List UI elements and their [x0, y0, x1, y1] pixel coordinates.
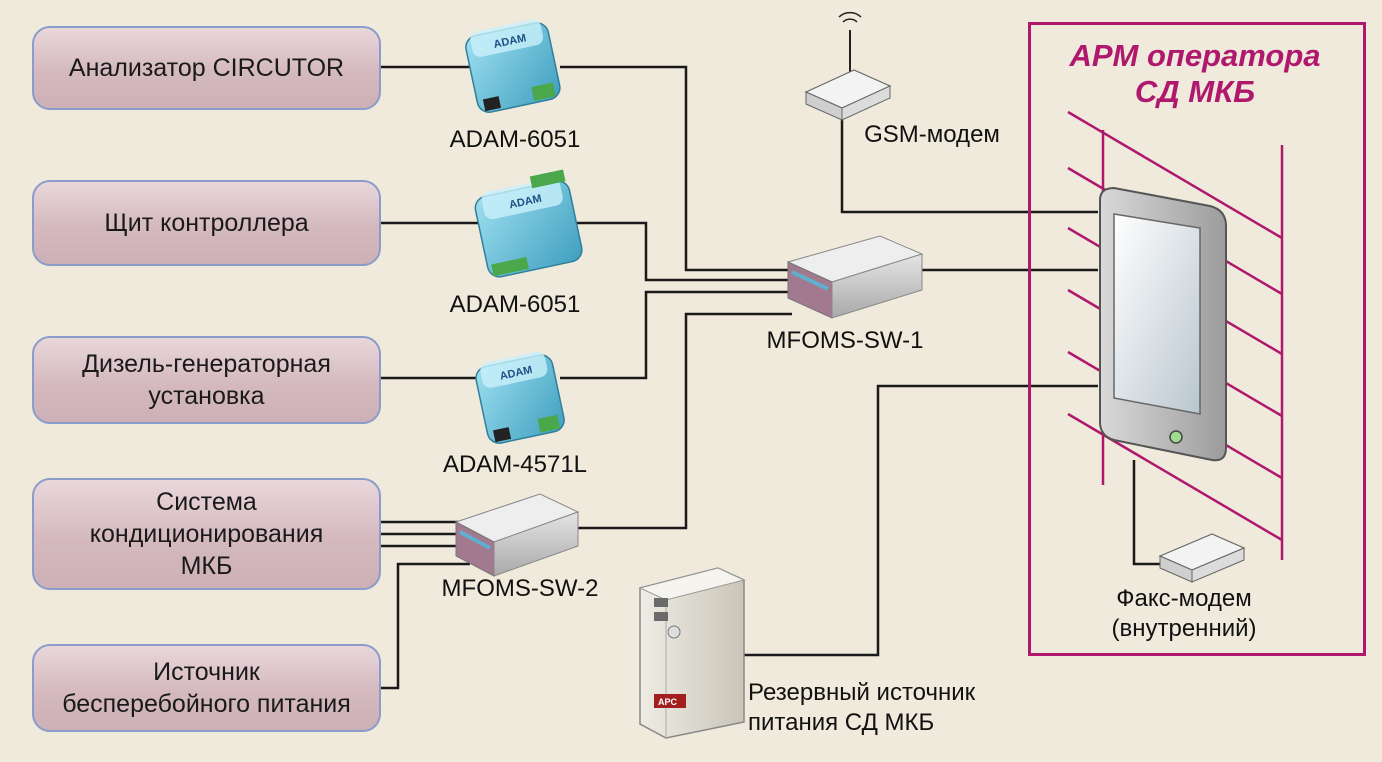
backup-ups-icon: APC — [638, 567, 746, 739]
wire-adam2-switch1 — [575, 221, 792, 282]
label-backup-power: Резервный источник питания СД МКБ — [748, 679, 976, 736]
wire-workstation-fax — [1132, 460, 1162, 566]
label-adam-6051-2: ADAM-6051 — [449, 291, 581, 318]
wire-gsm-workstation — [840, 118, 1098, 214]
node-controller-panel: Щит контроллера — [32, 180, 381, 266]
connection-lines — [380, 65, 1162, 690]
wire-adam1-switch1 — [560, 65, 792, 272]
label-gsm-modem: GSM-модем — [864, 121, 1000, 148]
gsm-modem-icon — [804, 11, 892, 121]
wire-adam3-switch1 — [560, 290, 792, 380]
label-adam-6051-1: ADAM-6051 — [449, 126, 581, 153]
wire-backup-workstation — [742, 384, 1098, 657]
label-mfoms-sw-1: MFOMS-SW-1 — [766, 327, 924, 354]
wire-ups-switch2 — [380, 562, 470, 690]
workstation-title: АРМ оператора СД МКБ — [1069, 38, 1321, 109]
adam-module-1-icon: ADAM — [465, 19, 561, 113]
node-diesel-generator: Дизель-генераторная установка — [32, 336, 381, 424]
node-air-conditioning: Система кондиционирования МКБ — [32, 478, 381, 590]
workstation-terminal-icon — [1099, 186, 1227, 462]
switch-2-icon — [454, 493, 580, 577]
svg-text:APC: APC — [658, 697, 678, 707]
label-mfoms-sw-2: MFOMS-SW-2 — [441, 575, 599, 602]
fax-modem-icon — [1158, 533, 1246, 583]
label-fax-modem: Факс-модем (внутренний) — [1111, 585, 1257, 642]
adam-module-2-icon: ADAM — [474, 169, 583, 278]
node-analyzer-circutor: Анализатор CIRCUTOR — [32, 26, 381, 110]
adam-module-3-icon: ADAM — [475, 351, 565, 444]
switch-1-icon — [786, 235, 924, 319]
workstation-frame — [1028, 22, 1366, 656]
node-ups-source: Источник бесперебойного питания — [32, 644, 381, 732]
wire-switch2-switch1 — [575, 312, 792, 530]
label-adam-4571l: ADAM-4571L — [442, 451, 588, 478]
